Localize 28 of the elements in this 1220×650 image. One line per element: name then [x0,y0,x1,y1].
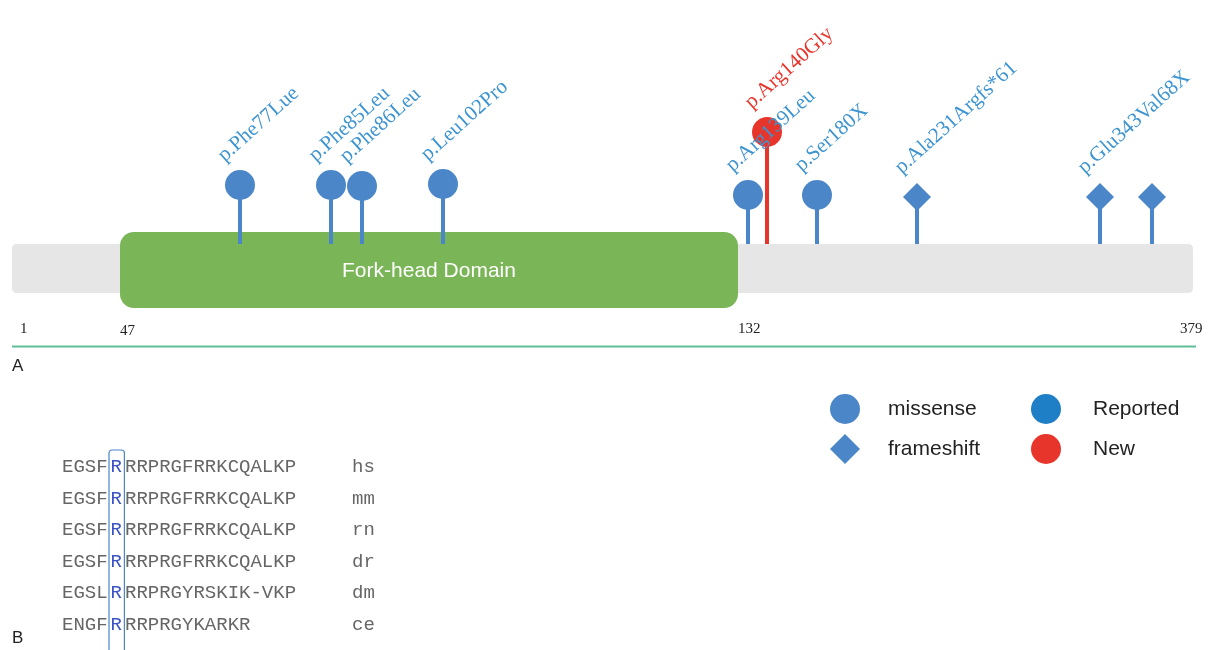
lollipop-marker [801,180,833,244]
lollipop-marker [732,180,764,244]
lollipop-marker [346,171,378,244]
species-code: hs [352,455,375,479]
legend-label: Reported [1093,396,1180,420]
lollipop-marker [224,170,256,244]
position-number: 379 [1180,320,1203,337]
legend-label: frameshift [888,436,981,460]
lollipop-marker [315,170,347,244]
position-number: 132 [738,320,761,337]
species-code: mm [352,486,375,511]
domain-label: Fork-head Domain [342,258,516,282]
position-number: 47 [120,322,135,339]
species-code: rn [352,518,375,542]
diamond-marker [901,182,933,244]
diamond-marker [1084,182,1116,244]
legend-label: missense [888,396,977,420]
panel-letter: A [12,356,24,376]
species-code: ce [352,612,375,637]
lollipop-marker [427,169,459,244]
species-code: dr [352,549,375,574]
domain-region [120,232,738,308]
position-number: 1 [20,320,28,337]
panel-letter: B [12,628,24,648]
protein-bar [12,244,1193,293]
species-code: dm [352,581,375,605]
diamond-marker [1136,182,1168,244]
legend-label: New [1093,436,1135,460]
